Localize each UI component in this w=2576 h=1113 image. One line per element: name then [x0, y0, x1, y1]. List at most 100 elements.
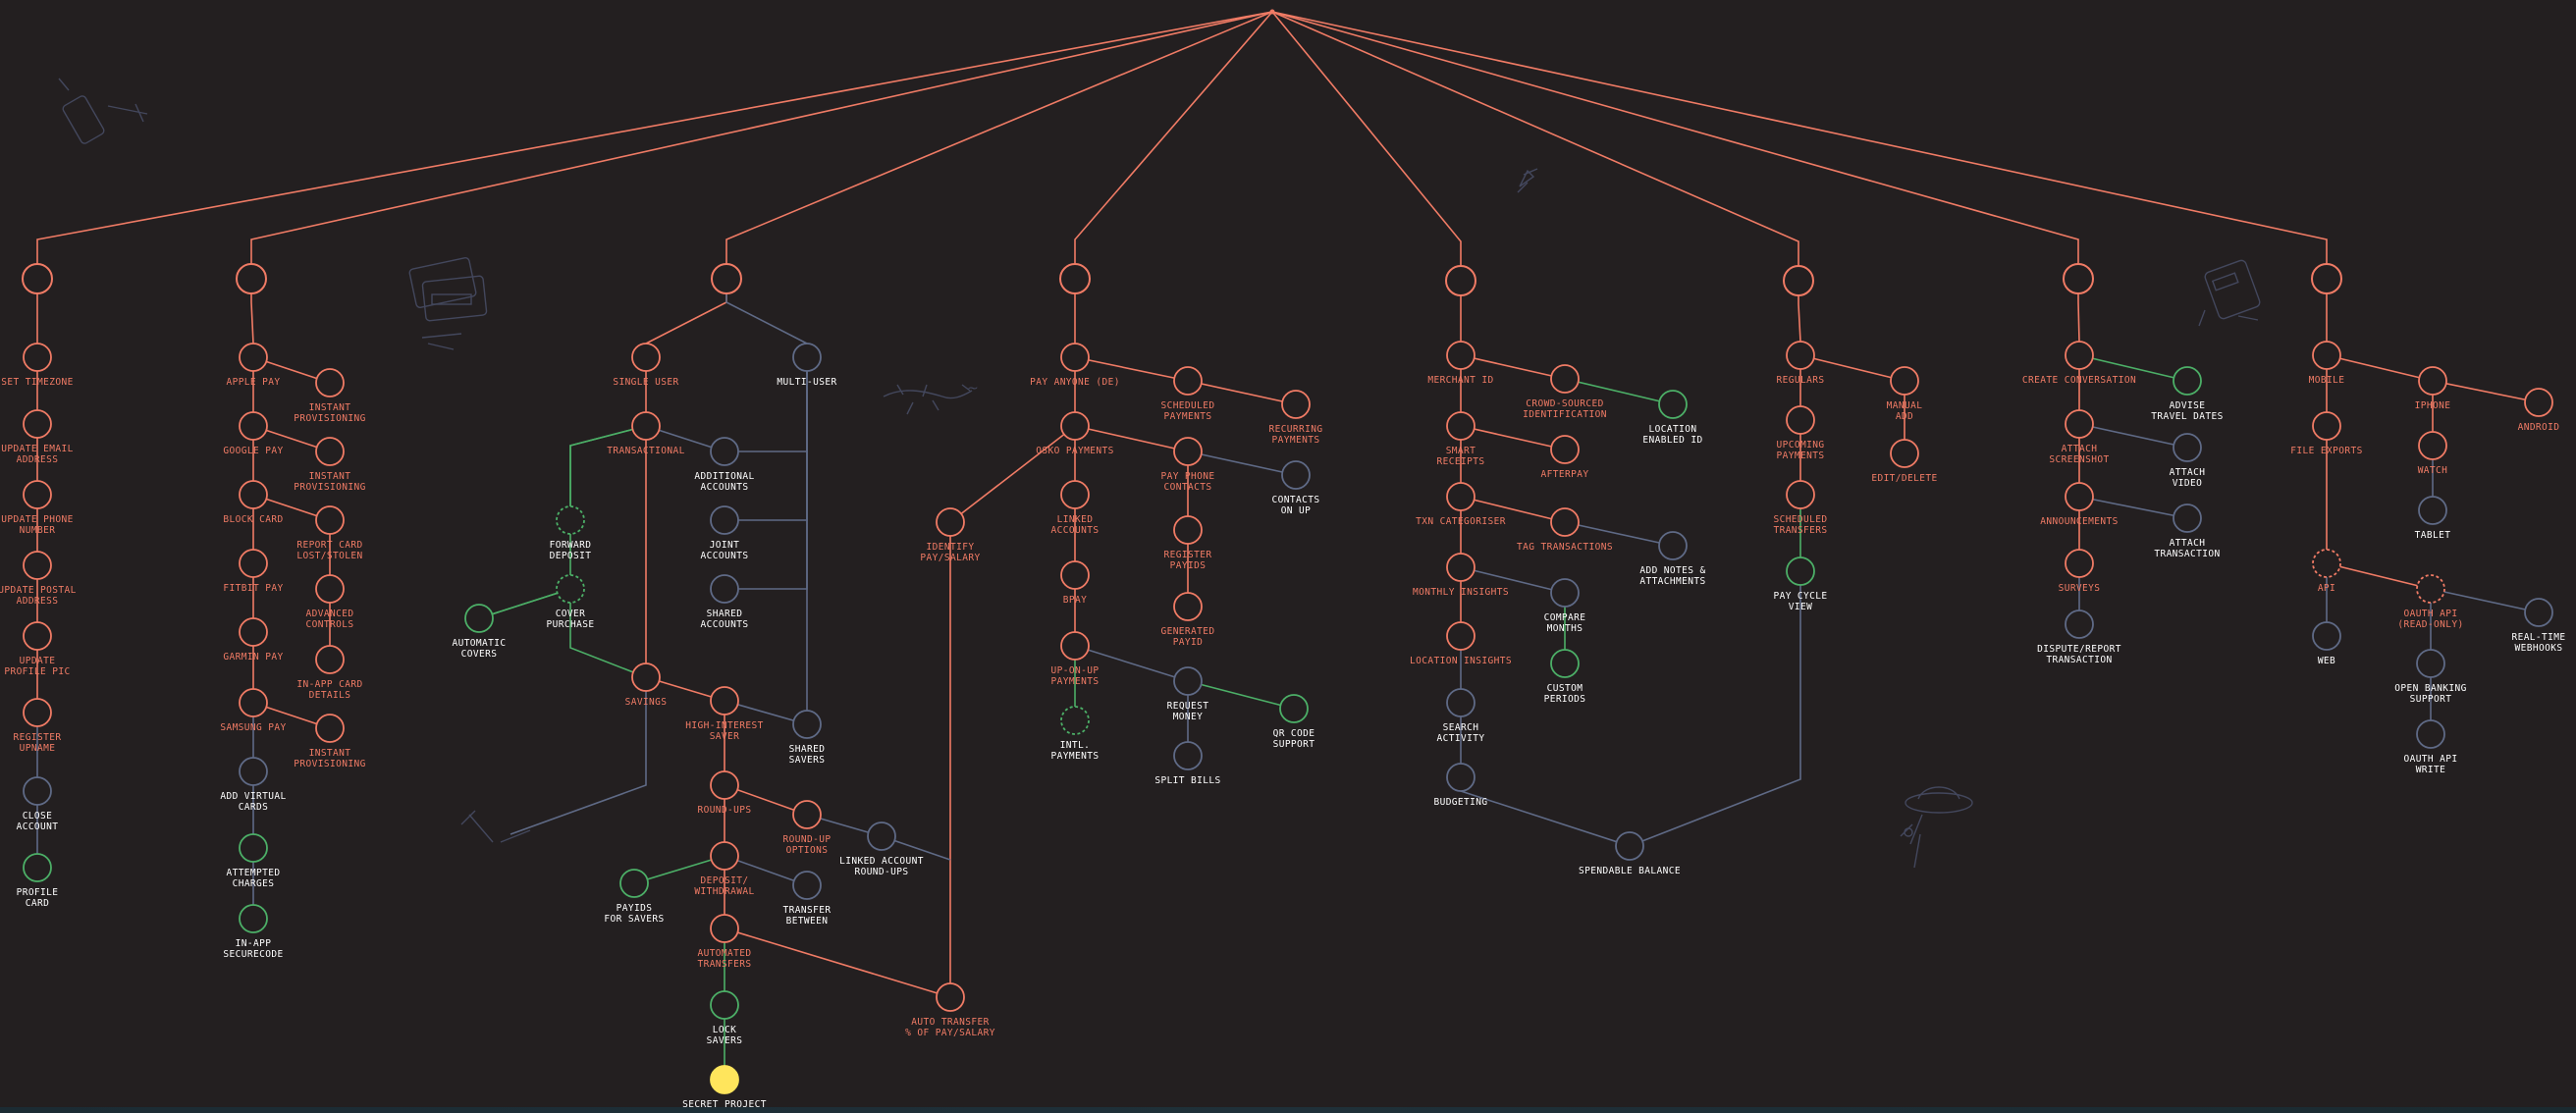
feature-file-exports[interactable]: FILE EXPORTS: [2290, 411, 2362, 456]
feature-round-ups[interactable]: ROUND-UPS: [697, 770, 751, 816]
feature-budgeting[interactable]: BUDGETING: [1433, 763, 1487, 808]
feature-osko[interactable]: OSKO PAYMENTS: [1036, 411, 1114, 456]
feature-set-timezone[interactable]: SET TIMEZONE: [1, 343, 73, 388]
feature-txn-categoriser[interactable]: TXN CATEGORISER: [1416, 482, 1506, 527]
feature-android[interactable]: ANDROID: [2518, 388, 2560, 433]
feature-spendable-balance[interactable]: SPENDABLE BALANCE: [1579, 831, 1681, 876]
feature-google-pay[interactable]: GOOGLE PAY: [223, 411, 283, 456]
feature-create-conversation[interactable]: CREATE CONVERSATION: [2022, 341, 2136, 386]
feature-add-notes[interactable]: ADD NOTES &ATTACHMENTS: [1639, 531, 1705, 587]
category-access[interactable]: [2311, 263, 2342, 294]
feature-monthly-insights[interactable]: MONTHLY INSIGHTS: [1413, 553, 1509, 598]
feature-iphone[interactable]: IPHONE: [2415, 366, 2451, 411]
category-profile[interactable]: [22, 263, 53, 294]
feature-garmin-pay[interactable]: GARMIN PAY: [223, 617, 283, 662]
feature-auto-transfer[interactable]: AUTO TRANSFER% OF PAY/SALARY: [905, 982, 995, 1038]
feature-tag-transactions[interactable]: TAG TRANSACTIONS: [1517, 507, 1613, 553]
feature-apple-pay[interactable]: APPLE PAY: [226, 343, 280, 388]
feature-fitbit-pay[interactable]: FITBIT PAY: [223, 549, 283, 594]
feature-transactional[interactable]: TRANSACTIONAL: [607, 411, 685, 456]
category-upcoming[interactable]: [1783, 265, 1814, 296]
feature-mobile[interactable]: MOBILE: [2309, 341, 2345, 386]
feature-web[interactable]: WEB: [2312, 621, 2341, 666]
feature-samsung-pay[interactable]: SAMSUNG PAY: [220, 688, 286, 733]
feature-edit-delete[interactable]: EDIT/DELETE: [1871, 439, 1937, 484]
category-activity[interactable]: [1445, 265, 1476, 296]
category-payments[interactable]: [1059, 263, 1091, 294]
feature-afterpay[interactable]: AFTERPAY: [1541, 435, 1589, 480]
category-cards[interactable]: [236, 263, 267, 294]
feature-savings[interactable]: SAVINGS: [625, 662, 668, 708]
feature-api[interactable]: API: [2312, 549, 2341, 594]
feature-tablet[interactable]: TABLET: [2415, 496, 2451, 541]
feature-pay-anyone[interactable]: PAY ANYONE (DE): [1030, 343, 1120, 388]
feature-oauth-read[interactable]: OAUTH API(READ-ONLY): [2397, 574, 2463, 630]
feature-multi-user[interactable]: MULTI-USER: [777, 343, 836, 388]
feature-split-bills[interactable]: SPLIT BILLS: [1154, 741, 1220, 786]
feature-single-user[interactable]: SINGLE USER: [613, 343, 678, 388]
feature-regulars[interactable]: REGULARS: [1777, 341, 1825, 386]
feature-announcements[interactable]: ANNOUNCEMENTS: [2040, 482, 2119, 527]
feature-merchant-id[interactable]: MERCHANT ID: [1427, 341, 1493, 386]
feature-deposit-withdrawal[interactable]: DEPOSIT/WITHDRAWAL: [694, 841, 754, 897]
feature-bpay[interactable]: BPAY: [1060, 560, 1090, 606]
category-talk[interactable]: [2063, 263, 2094, 294]
feature-secret-project[interactable]: SECRET PROJECT: [682, 1065, 767, 1110]
feature-intl-payments[interactable]: INTL.PAYMENTS: [1051, 706, 1100, 762]
